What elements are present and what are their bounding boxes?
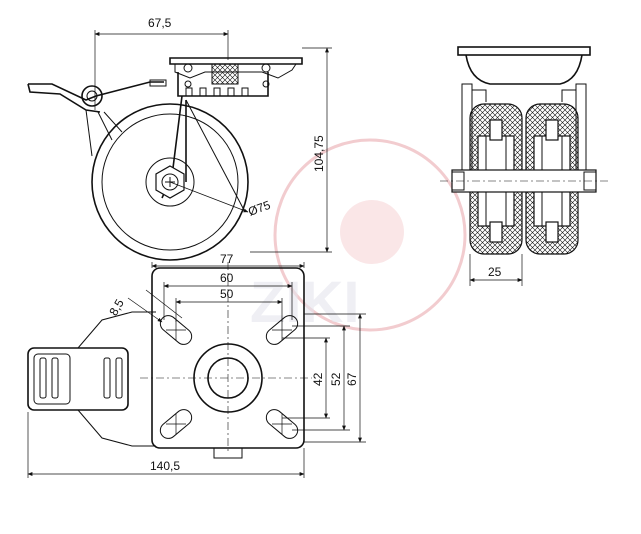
side-view: Ø75 67,5 104,75 [27,16,332,261]
dim-bolt-spacing-inner: 50 [220,287,234,301]
dim-height-total: 104,75 [312,135,326,172]
dim-bolt-spacing-v-outer: 52 [329,372,343,386]
dim-slot-width: 8,5 [106,296,127,318]
dim-wheel-width: 25 [488,265,502,279]
dim-plate-width: 77 [220,252,234,266]
dim-bolt-spacing-v-inner: 42 [311,372,325,386]
front-view: 25 [440,46,610,286]
dim-width-offset: 67,5 [148,16,172,30]
dim-plate-height: 67 [345,372,359,386]
dim-wheel-diameter: Ø75 [246,198,272,219]
dim-overall-length: 140,5 [150,459,180,473]
dim-bolt-spacing-outer: 60 [220,271,234,285]
